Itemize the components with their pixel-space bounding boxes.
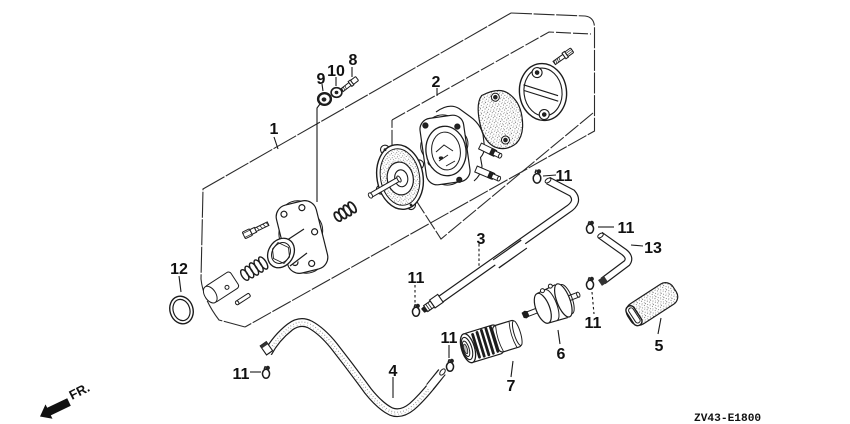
svg-text:11: 11 <box>408 270 425 287</box>
svg-text:11: 11 <box>618 220 635 237</box>
svg-text:11: 11 <box>233 366 250 383</box>
svg-text:1: 1 <box>270 121 279 138</box>
svg-text:3: 3 <box>477 231 486 248</box>
svg-text:6: 6 <box>557 346 566 363</box>
svg-text:2: 2 <box>432 74 441 91</box>
svg-text:FR.: FR. <box>67 380 92 403</box>
svg-text:12: 12 <box>170 261 188 278</box>
svg-text:13: 13 <box>644 240 662 257</box>
svg-text:7: 7 <box>507 378 516 395</box>
svg-text:5: 5 <box>655 338 664 355</box>
svg-text:4: 4 <box>389 363 398 380</box>
svg-text:8: 8 <box>349 52 358 69</box>
svg-text:9: 9 <box>317 71 326 88</box>
svg-text:ZV43-E1800: ZV43-E1800 <box>694 413 761 424</box>
svg-text:11: 11 <box>556 168 573 185</box>
svg-text:11: 11 <box>441 330 458 347</box>
svg-text:10: 10 <box>327 63 345 80</box>
svg-text:11: 11 <box>585 315 602 332</box>
